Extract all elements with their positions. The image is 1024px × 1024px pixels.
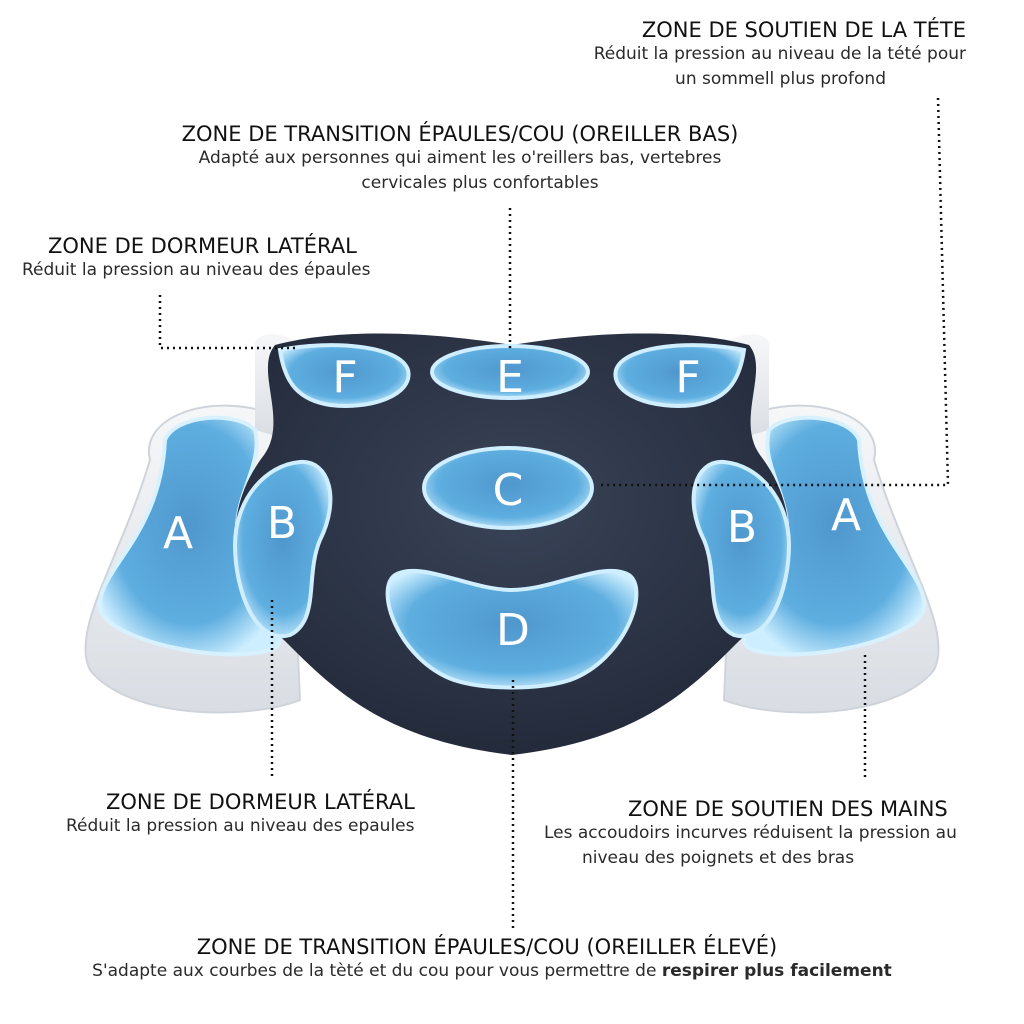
label-head-support-title: ZONE DE SOUTIEN DE LA TÉTE bbox=[641, 18, 966, 42]
zone-letter-a-right: A bbox=[831, 490, 861, 541]
gel-zone-c bbox=[422, 446, 594, 530]
gel-zone-d bbox=[385, 568, 639, 690]
pillow-body bbox=[235, 333, 789, 755]
label-side-top-desc: Réduit la pression au niveau des épaules bbox=[22, 260, 371, 280]
zone-letter-e: E bbox=[496, 352, 524, 403]
zone-letter-c: C bbox=[493, 465, 524, 516]
label-side-bottom-desc: Réduit la pression au niveau des epaules bbox=[66, 816, 415, 836]
label-hand-support: ZONE DE SOUTIEN DES MAINS Les accoudoirs… bbox=[544, 797, 957, 871]
label-transition-low: ZONE DE TRANSITION ÉPAULES/COU (OREILLER… bbox=[140, 122, 780, 196]
label-side-top-title: ZONE DE DORMEUR LATÉRAL bbox=[48, 234, 357, 258]
label-hand-support-desc2: niveau des poignets et des bras bbox=[582, 848, 855, 868]
gel-zone-f-left bbox=[277, 343, 411, 408]
label-transition-low-desc2: cervicales plus confortables bbox=[361, 173, 599, 193]
label-transition-high-desc: S'adapte aux courbes de la tèté et du co… bbox=[0, 959, 1024, 984]
label-transition-high-desc-prefix: S'adapte aux courbes de la tèté et du co… bbox=[92, 961, 662, 981]
gel-zone-f-right bbox=[613, 343, 747, 408]
label-side-sleeper-top: ZONE DE DORMEUR LATÉRAL Réduit la pressi… bbox=[22, 234, 371, 283]
gel-zone-b-right bbox=[691, 459, 792, 639]
gel-armrest-left bbox=[97, 415, 283, 657]
label-side-bottom-title: ZONE DE DORMEUR LATÉRAL bbox=[106, 790, 415, 814]
zone-letter-f-right: F bbox=[675, 352, 700, 403]
label-head-support-desc1: Réduit la pression au niveau de la tété … bbox=[593, 44, 966, 64]
zone-letter-d: D bbox=[496, 605, 530, 656]
zone-letter-a-left: A bbox=[163, 508, 193, 559]
leader-head-support bbox=[600, 97, 950, 487]
zone-letter-b-right: B bbox=[727, 502, 757, 553]
label-hand-support-desc1: Les accoudoirs incurves réduisent la pre… bbox=[544, 823, 957, 843]
label-head-support: ZONE DE SOUTIEN DE LA TÉTE Réduit la pre… bbox=[594, 18, 966, 92]
label-transition-high: ZONE DE TRANSITION ÉPAULES/COU (OREILLER… bbox=[0, 935, 1024, 984]
label-hand-support-title: ZONE DE SOUTIEN DES MAINS bbox=[628, 797, 948, 821]
label-transition-low-title: ZONE DE TRANSITION ÉPAULES/COU (OREILLER… bbox=[181, 122, 739, 146]
label-side-sleeper-bottom: ZONE DE DORMEUR LATÉRAL Réduit la pressi… bbox=[66, 790, 415, 839]
gel-armrest-right bbox=[741, 415, 927, 657]
gel-zone-b-left bbox=[232, 459, 333, 639]
label-transition-low-desc1: Adapté aux personnes qui aiment les o're… bbox=[198, 148, 722, 168]
label-transition-high-desc-bold: respirer plus facilement bbox=[661, 961, 892, 981]
label-transition-high-title: ZONE DE TRANSITION ÉPAULES/COU (OREILLER… bbox=[196, 935, 778, 959]
label-head-support-desc2: un sommell plus profond bbox=[675, 69, 886, 89]
zone-letter-b-left: B bbox=[267, 498, 297, 549]
leader-lines bbox=[158, 97, 950, 928]
zone-letter-f-left: F bbox=[332, 352, 357, 403]
